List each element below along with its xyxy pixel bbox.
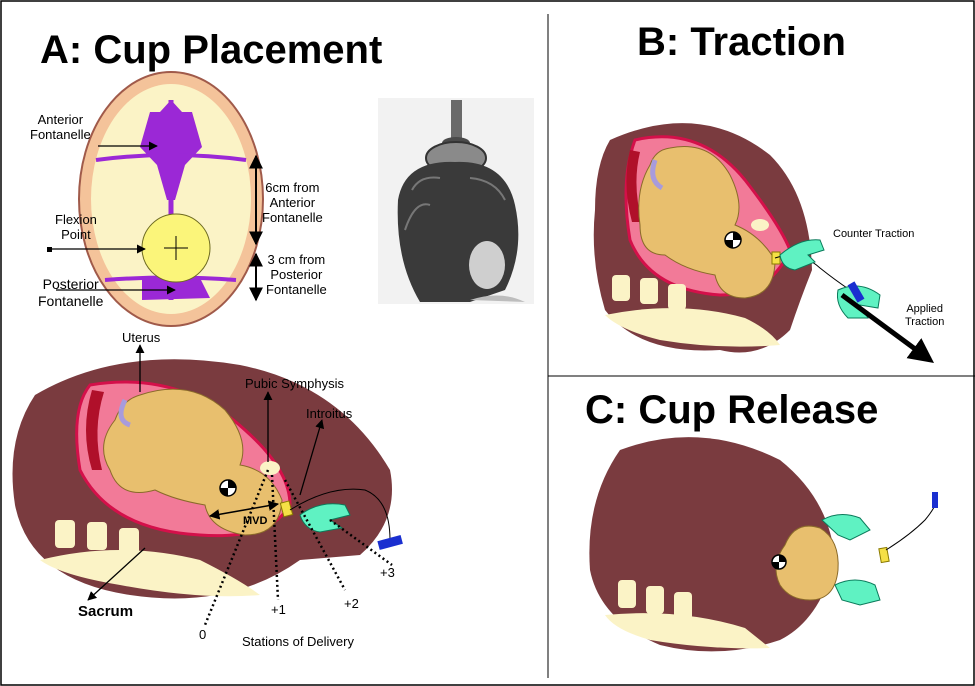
station-label-0: 0 (199, 627, 206, 642)
label-uterus: Uterus (122, 330, 160, 345)
station-label-plus3: +3 (380, 565, 395, 580)
pelvis-diagram-a (13, 345, 403, 625)
pubic-symphysis-bone (260, 461, 280, 475)
label-flexion-point: Flexion Point (55, 212, 97, 242)
station-label-plus2: +2 (344, 596, 359, 611)
label-anterior-fontanelle: Anterior Fontanelle (30, 112, 91, 142)
label-counter-traction: Counter Traction (833, 228, 914, 241)
label-applied-traction: Applied Traction (905, 303, 944, 329)
label-sacrum: Sacrum (78, 604, 133, 619)
label-mvd: MVD (243, 515, 267, 528)
pelvis-diagram-b (594, 123, 930, 360)
flexion-point-marker (47, 247, 52, 252)
panel-a-title: A: Cup Placement (40, 28, 382, 73)
vacuum-cup-c (879, 547, 889, 562)
station-label-plus1: +1 (271, 602, 286, 617)
panel-c-title: C: Cup Release (585, 388, 878, 433)
label-pubic-symphysis: Pubic Symphysis (245, 376, 344, 391)
label-introitus: Introitus (306, 406, 352, 421)
label-six-cm: 6cm from Anterior Fontanelle (262, 180, 323, 225)
release-hand-bottom (835, 580, 880, 605)
panel-b-title: B: Traction (637, 20, 846, 65)
photo-cup-on-head (378, 98, 534, 304)
pelvis-diagram-c (589, 437, 938, 651)
label-posterior-fontanelle: Posterior Fontanelle (38, 276, 103, 310)
vacuum-handle-c (932, 492, 938, 508)
label-stations-of-delivery: Stations of Delivery (242, 634, 354, 649)
label-three-cm: 3 cm from Posterior Fontanelle (266, 252, 327, 297)
